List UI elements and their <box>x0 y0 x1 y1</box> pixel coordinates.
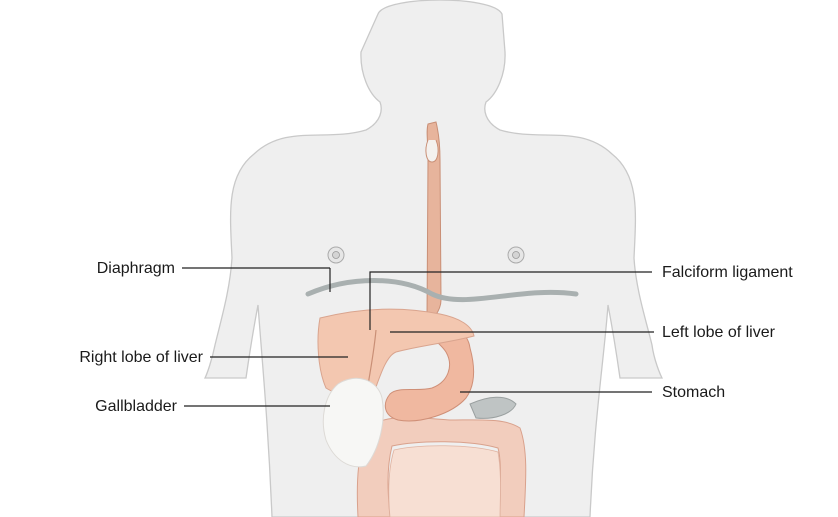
right-nipple-icon <box>508 247 524 263</box>
label-stomach: Stomach <box>662 384 725 401</box>
left-nipple-icon <box>328 247 344 263</box>
label-falciform-ligament: Falciform ligament <box>662 264 793 281</box>
label-right-lobe-of-liver: Right lobe of liver <box>79 349 203 366</box>
label-gallbladder: Gallbladder <box>95 398 178 415</box>
pharynx-loop <box>426 140 438 162</box>
label-left-lobe-of-liver: Left lobe of liver <box>662 324 776 341</box>
small-intestine <box>389 446 501 517</box>
label-diaphragm: Diaphragm <box>97 260 175 277</box>
